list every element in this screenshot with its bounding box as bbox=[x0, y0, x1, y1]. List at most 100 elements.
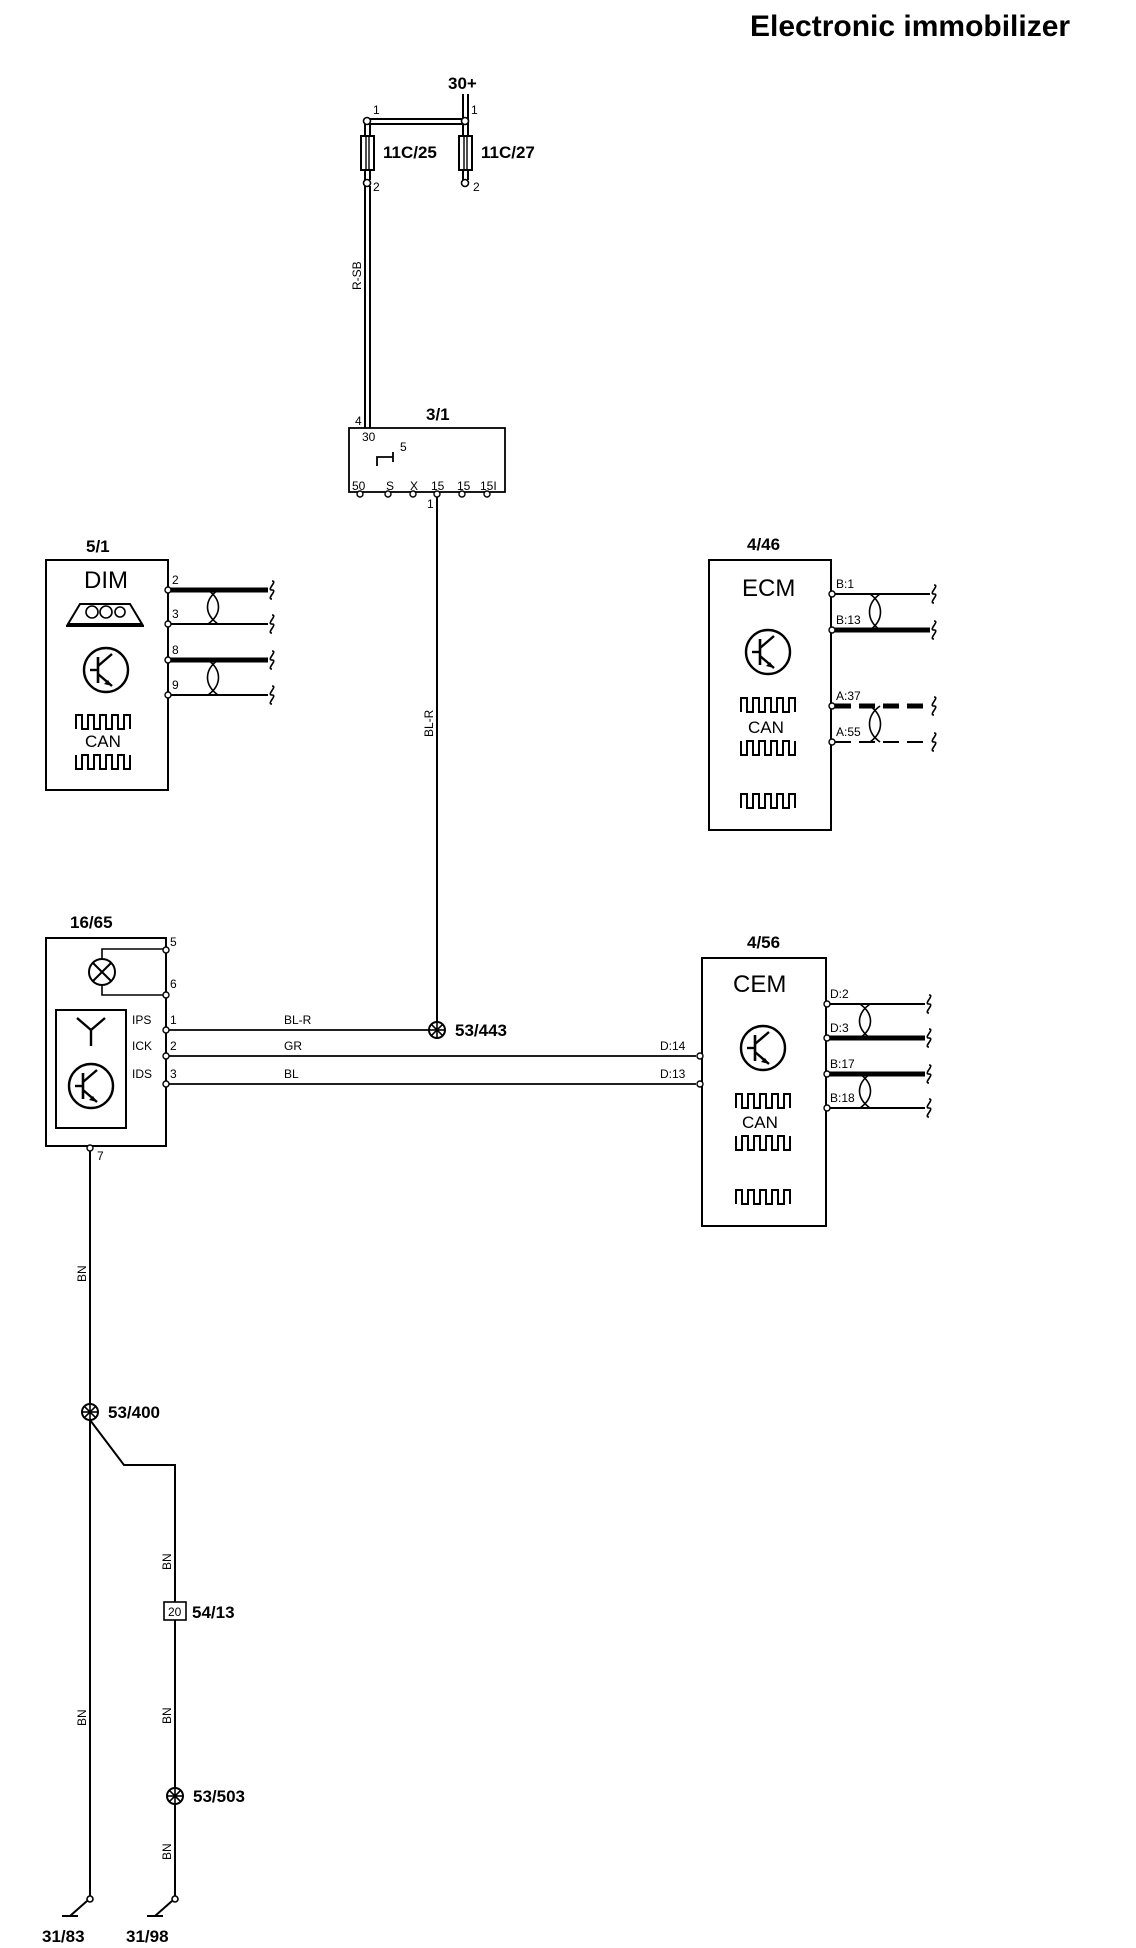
wire-ips: BL-R bbox=[169, 1013, 432, 1031]
svg-text:1: 1 bbox=[427, 497, 434, 511]
svg-text:9: 9 bbox=[172, 678, 179, 692]
immobilizer-module: 16/65 5 6 IPS ICK IDS 1 2 3 7 bbox=[45, 913, 177, 1163]
svg-text:5: 5 bbox=[170, 935, 177, 949]
svg-text:30+: 30+ bbox=[448, 74, 477, 93]
ecm-can-wires: B:1 B:13 A:37 A:55 bbox=[828, 577, 937, 752]
svg-text:BN: BN bbox=[75, 1709, 89, 1726]
svg-text:7: 7 bbox=[97, 1149, 104, 1163]
svg-text:2: 2 bbox=[172, 573, 179, 587]
svg-text:1: 1 bbox=[471, 103, 478, 117]
dim-can-wires: 2 3 8 9 bbox=[164, 573, 275, 705]
svg-text:4: 4 bbox=[355, 414, 362, 428]
antenna-icon bbox=[76, 1017, 106, 1046]
svg-text:3/1: 3/1 bbox=[426, 405, 450, 424]
svg-text:BN: BN bbox=[75, 1265, 89, 1282]
svg-text:A:37: A:37 bbox=[836, 689, 861, 703]
svg-text:BN: BN bbox=[160, 1707, 174, 1724]
ground-31-83: 31/83 bbox=[42, 1895, 94, 1946]
svg-text:IDS: IDS bbox=[132, 1067, 152, 1081]
svg-text:A:55: A:55 bbox=[836, 725, 861, 739]
connector-54-13: 20 54/13 bbox=[163, 1601, 235, 1622]
page-title: Electronic immobilizer bbox=[750, 10, 1071, 43]
svg-text:D:2: D:2 bbox=[830, 987, 849, 1001]
cem-module: 4/56 CEM CAN bbox=[696, 933, 827, 1227]
svg-text:1: 1 bbox=[373, 103, 380, 117]
svg-text:1: 1 bbox=[170, 1013, 177, 1027]
svg-text:31/98: 31/98 bbox=[126, 1927, 169, 1946]
svg-text:GR: GR bbox=[284, 1039, 302, 1053]
svg-text:CAN: CAN bbox=[748, 718, 784, 737]
splice-53-400-label: 53/400 bbox=[108, 1403, 160, 1422]
wire-ids: BL D:13 bbox=[169, 1067, 696, 1085]
wire-bn-ground-31-83: BN bbox=[75, 1420, 91, 1896]
svg-text:4/46: 4/46 bbox=[747, 535, 780, 554]
wire-r-sb: R-SB bbox=[350, 186, 371, 432]
svg-text:BN: BN bbox=[160, 1553, 174, 1570]
svg-text:2: 2 bbox=[170, 1039, 177, 1053]
wire-bn-branch: BN bbox=[89, 1419, 176, 1602]
svg-text:8: 8 bbox=[172, 643, 179, 657]
svg-text:BL-R: BL-R bbox=[284, 1013, 312, 1027]
fuse-11c-25: 1 2 11C/25 bbox=[360, 103, 437, 194]
dim-module: 5/1 DIM CAN bbox=[45, 537, 169, 791]
svg-text:5: 5 bbox=[400, 440, 407, 454]
svg-text:R-SB: R-SB bbox=[350, 261, 364, 290]
splice-53-443 bbox=[428, 1021, 446, 1039]
splice-53-503 bbox=[166, 1787, 184, 1805]
svg-text:4/56: 4/56 bbox=[747, 933, 780, 952]
svg-text:16/65: 16/65 bbox=[70, 913, 113, 932]
ground-31-98: 31/98 bbox=[126, 1895, 179, 1946]
svg-text:2: 2 bbox=[373, 180, 380, 194]
svg-text:15: 15 bbox=[431, 479, 445, 493]
svg-text:DIM: DIM bbox=[84, 567, 128, 594]
svg-text:ECM: ECM bbox=[742, 575, 795, 602]
svg-text:5/1: 5/1 bbox=[86, 537, 110, 556]
svg-text:B:13: B:13 bbox=[836, 613, 861, 627]
transistor-icon bbox=[744, 628, 792, 676]
svg-text:11C/25: 11C/25 bbox=[383, 143, 437, 162]
svg-text:B:18: B:18 bbox=[830, 1091, 855, 1105]
svg-text:CAN: CAN bbox=[742, 1113, 778, 1132]
svg-text:15I: 15I bbox=[480, 479, 497, 493]
svg-text:15: 15 bbox=[457, 479, 471, 493]
splice-53-400 bbox=[81, 1403, 99, 1421]
svg-text:CAN: CAN bbox=[85, 732, 121, 751]
svg-text:3: 3 bbox=[170, 1067, 177, 1081]
svg-text:30: 30 bbox=[362, 430, 376, 444]
svg-text:D:14: D:14 bbox=[660, 1039, 686, 1053]
ignition-switch: 3/1 4 30 5 50 S X 15 15 15I 1 bbox=[348, 405, 506, 511]
ecm-module: 4/46 ECM CAN bbox=[708, 535, 832, 831]
svg-text:3: 3 bbox=[172, 607, 179, 621]
splice-53-443-label: 53/443 bbox=[455, 1021, 507, 1040]
wire-bn-ground-31-98: BN bbox=[160, 1804, 176, 1896]
transistor-icon bbox=[82, 646, 130, 694]
fuse-11c-27: 1 2 11C/27 bbox=[458, 103, 535, 194]
wire-bn-branch-lower: BN bbox=[160, 1620, 176, 1788]
svg-text:54/13: 54/13 bbox=[192, 1603, 235, 1622]
svg-text:ICK: ICK bbox=[132, 1039, 152, 1053]
lamp-icon bbox=[88, 948, 165, 996]
svg-text:BN: BN bbox=[160, 1843, 174, 1860]
supply-busbar bbox=[365, 94, 469, 125]
cem-can-wires: D:2 D:3 B:17 B:18 bbox=[823, 987, 932, 1118]
svg-text:6: 6 bbox=[170, 977, 177, 991]
wire-bl-r-vertical: BL-R bbox=[422, 497, 438, 1022]
supply-terminal: 30+ bbox=[448, 74, 477, 93]
svg-text:D:3: D:3 bbox=[830, 1021, 849, 1035]
svg-text:S: S bbox=[386, 479, 394, 493]
transistor-icon bbox=[739, 1024, 787, 1072]
svg-text:BL: BL bbox=[284, 1067, 299, 1081]
wire-ick: GR D:14 bbox=[169, 1039, 696, 1057]
svg-text:20: 20 bbox=[168, 1605, 182, 1619]
svg-text:D:13: D:13 bbox=[660, 1067, 686, 1081]
svg-text:50: 50 bbox=[352, 479, 366, 493]
svg-text:B:1: B:1 bbox=[836, 577, 854, 591]
svg-text:31/83: 31/83 bbox=[42, 1927, 85, 1946]
splice-53-503-label: 53/503 bbox=[193, 1787, 245, 1806]
wire-bn-main: BN bbox=[75, 1151, 91, 1404]
svg-text:11C/27: 11C/27 bbox=[481, 143, 535, 162]
svg-text:2: 2 bbox=[473, 180, 480, 194]
svg-text:BL-R: BL-R bbox=[422, 709, 436, 737]
svg-text:IPS: IPS bbox=[132, 1013, 151, 1027]
